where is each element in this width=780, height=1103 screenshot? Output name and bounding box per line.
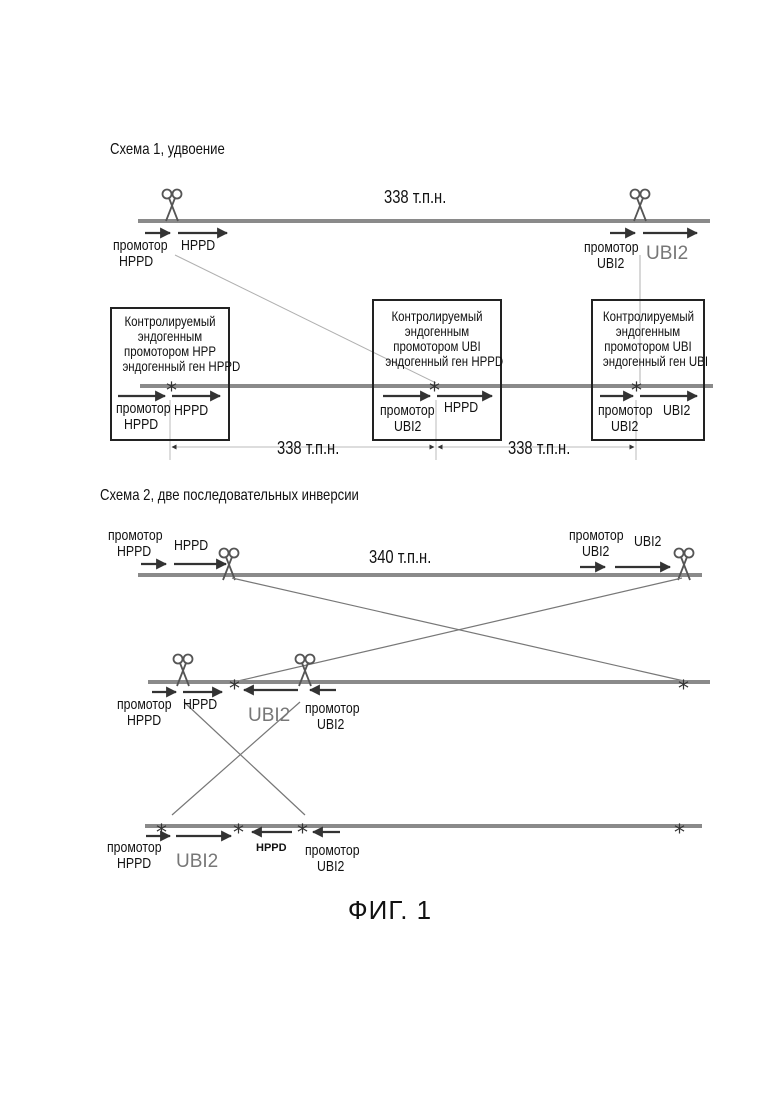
s2-row2-hppd-label: HPPD	[183, 697, 217, 713]
s1-box-ubi-ubi: Контролируемый эндогенным промотором UBI…	[591, 299, 705, 441]
scissors-icon	[631, 190, 650, 222]
s1-box2-line-3: промотором UBI	[385, 339, 488, 354]
s2-row1-promoter-hppd-label-2: HPPD	[117, 544, 151, 560]
cut-site-asterisk-icon: *	[229, 677, 240, 702]
s1-box3-promoter-label-2: UBI2	[611, 419, 638, 435]
s2-row1-span-label: 340 т.п.н.	[369, 549, 431, 565]
cut-site-asterisk-icon: *	[674, 821, 685, 846]
s2-row2-ubi2-gene-label: UBI2	[248, 706, 290, 726]
s2-row2-promoter-hppd-label-1: промотор	[117, 697, 172, 713]
s1-promoter-ubi2-label-2: UBI2	[597, 256, 624, 272]
s1-hppd-label: HPPD	[181, 238, 215, 254]
s2-row2-promoter-ubi2-label-2: UBI2	[317, 717, 344, 733]
s1-promoter-ubi2-label-1: промотор	[584, 240, 639, 256]
s1-promoter-hppd-label-2: HPPD	[119, 254, 153, 270]
s1-box1-line-1: Контролируемый	[122, 314, 217, 329]
figure-title: ФИГ. 1	[0, 895, 780, 926]
s2-row1-hppd-label: HPPD	[174, 538, 208, 554]
s2-row1-promoter-ubi2-label-2: UBI2	[582, 544, 609, 560]
s2-row1-promoter-hppd-label-1: промотор	[108, 528, 163, 544]
scissors-icon	[163, 190, 182, 222]
s1-box1-promoter-label-1: промотор	[116, 401, 171, 417]
s1-box1-line-3: промотором HPP	[122, 344, 217, 359]
s2-row3-promoter-hppd-label-1: промотор	[107, 840, 162, 856]
s1-box3-promoter-label-1: промотор	[598, 403, 653, 419]
cut-site-asterisk-icon: *	[233, 821, 244, 846]
s1-box1-line-4: эндогенный ген HPPD	[122, 359, 217, 374]
s1-promoter-hppd-label-1: промотор	[113, 238, 168, 254]
s1-box2-gene-label: HPPD	[444, 400, 478, 416]
s1-box2-promoter-label-1: промотор	[380, 403, 435, 419]
s2-row3-hppd-label: HPPD	[256, 840, 287, 856]
s2-row3-promoter-ubi2-label-1: промотор	[305, 843, 360, 859]
s1-box3-line-3: промотором UBI	[603, 339, 693, 354]
s2-row2-promoter-hppd-label-2: HPPD	[127, 713, 161, 729]
s2-row3-promoter-hppd-label-2: HPPD	[117, 856, 151, 872]
s2-row3-promoter-ubi2-label-2: UBI2	[317, 859, 344, 875]
s1-span-left-label: 338 т.п.н.	[277, 440, 339, 456]
s2-row1-ubi2-label: UBI2	[634, 534, 661, 550]
s1-box3-line-2: эндогенным	[603, 324, 693, 339]
s1-box2-line-4: эндогенный ген HPPD	[385, 354, 488, 369]
cut-site-asterisk-icon: *	[678, 677, 689, 702]
s1-box1-line-2: эндогенным	[122, 329, 217, 344]
s1-box1-promoter-label-2: HPPD	[124, 417, 158, 433]
scheme2-title: Схема 2, две последовательных инверсии	[100, 488, 359, 504]
s1-box3-gene-label: UBI2	[663, 403, 690, 419]
s1-box3-line-4: эндогенный ген UBI	[603, 354, 693, 369]
s1-box1-gene-label: HPPD	[174, 403, 208, 419]
s1-ubi2-gene-label: UBI2	[646, 244, 688, 264]
s1-box3-line-1: Контролируемый	[603, 309, 693, 324]
s2-row2-promoter-ubi2-label-1: промотор	[305, 701, 360, 717]
s1-box-ubi-hppd: Контролируемый эндогенным промотором UBI…	[372, 299, 502, 441]
s1-span-right-label: 338 т.п.н.	[508, 440, 570, 456]
scheme1-title: Схема 1, удвоение	[110, 142, 225, 158]
s1-box2-line-2: эндогенным	[385, 324, 488, 339]
s2-row3-ubi2-gene-label: UBI2	[176, 852, 218, 872]
s1-box2-line-1: Контролируемый	[385, 309, 488, 324]
scheme1-top-span-label: 338 т.п.н.	[384, 189, 446, 205]
s2-row1-promoter-ubi2-label-1: промотор	[569, 528, 624, 544]
s1-box2-promoter-label-2: UBI2	[394, 419, 421, 435]
